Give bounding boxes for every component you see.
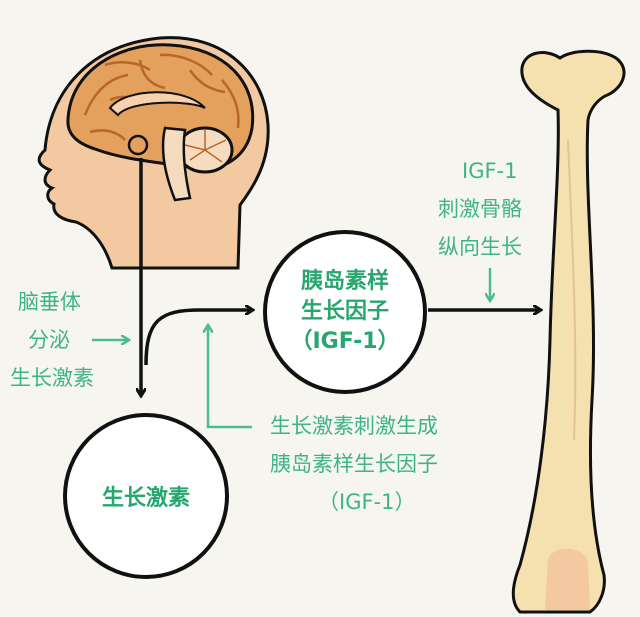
corpus-callosum (108, 91, 206, 117)
arrow-gh-to-igf1 (144, 310, 252, 366)
brain-gyri (83, 53, 240, 141)
igf1-circle-line2: 生长因子 (300, 299, 389, 324)
pituitary-label-line1: 脑垂体 (18, 290, 81, 314)
femur-marrow (545, 548, 590, 610)
bone-note-line2: 刺激骨骼 (438, 197, 522, 221)
bone-note-line1: IGF-1 (462, 159, 518, 183)
brainstem (161, 126, 192, 202)
bone-note-line3: 纵向生长 (438, 235, 522, 259)
femur-bone-icon (511, 49, 626, 614)
gh-note-line3: （IGF-1） (318, 490, 416, 514)
pituitary-gland (127, 134, 149, 156)
pituitary-label-line3: 生长激素 (10, 366, 94, 390)
gh-note-line2: 胰岛素样生长因子 (270, 452, 438, 476)
growth-hormone-circle: 生长激素 (63, 413, 229, 579)
igf1-circle: 胰岛素样 生长因子 （IGF-1） (263, 230, 427, 394)
igf1-circle-line1: 胰岛素样 (300, 269, 389, 294)
femur-outline (511, 49, 626, 614)
gh-note-line1: 生长激素刺激生成 (270, 414, 438, 438)
igf1-circle-line3: （IGF-1） (290, 329, 400, 354)
human-head-brain-icon (37, 36, 270, 270)
green-pointer-gh-note (208, 326, 252, 429)
gh-circle-label: 生长激素 (101, 486, 190, 511)
femur-highlight (567, 139, 577, 441)
pituitary-label-line2: 分泌 (28, 328, 70, 352)
cerebellum-lines (184, 130, 227, 163)
